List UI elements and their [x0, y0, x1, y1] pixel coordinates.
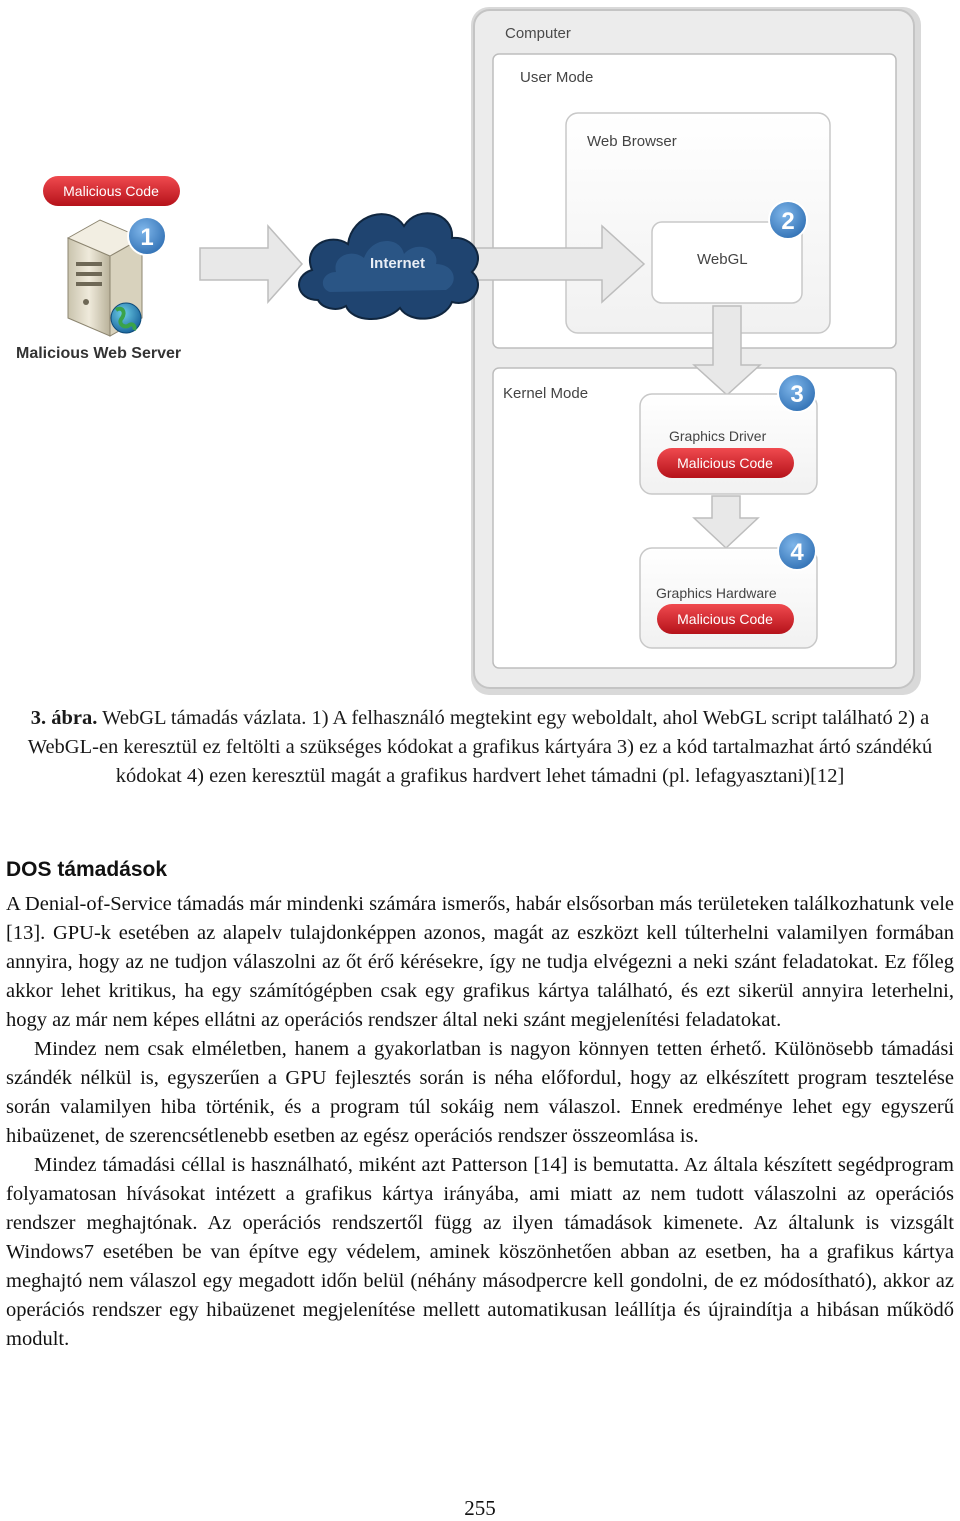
section-body: A Denial-of-Service támadás már mindenki…	[6, 890, 954, 1354]
step-number-2: 2	[781, 208, 794, 235]
internet-cloud: Internet	[298, 212, 479, 321]
step-badge-1: 1	[127, 216, 167, 256]
figure-caption: 3. ábra. WebGL támadás vázlata. 1) A fel…	[6, 704, 954, 791]
driver-malicious-label: Malicious Code	[677, 455, 773, 471]
hardware-malicious-label: Malicious Code	[677, 611, 773, 627]
step-badge-3: 3	[777, 373, 817, 413]
hardware-malicious-badge	[657, 604, 794, 634]
step-badge-2: 2	[768, 200, 808, 240]
graphics-driver-label: Graphics Driver	[669, 428, 767, 444]
webgl-attack-diagram: Computer User Mode Web Browser WebGL Ker…	[16, 7, 921, 695]
arrow-server-to-internet	[199, 224, 304, 304]
step-number-4: 4	[790, 539, 804, 566]
paragraph-1: A Denial-of-Service támadás már mindenki…	[6, 893, 954, 1031]
arrow-webgl-to-driver	[692, 305, 762, 397]
server-malicious-badge	[43, 176, 180, 206]
graphics-driver-box: Graphics Driver Malicious Code	[639, 393, 818, 495]
server-malicious-label: Malicious Code	[63, 183, 159, 199]
malicious-web-server-label: Malicious Web Server	[16, 345, 181, 362]
webgl-label: WebGL	[697, 251, 748, 268]
arrow-driver-to-hardware	[692, 495, 760, 550]
globe-icon	[110, 302, 142, 334]
graphics-hardware-label: Graphics Hardware	[656, 585, 777, 601]
step-badge-4: 4	[777, 531, 817, 571]
user-mode-label: User Mode	[520, 69, 593, 86]
computer-label: Computer	[505, 25, 571, 42]
step-number-1: 1	[140, 224, 153, 251]
section-title: DOS támadások	[6, 858, 168, 881]
paragraph-2: Mindez nem csak elméletben, hanem a gyak…	[6, 1038, 954, 1147]
figure-caption-label: 3. ábra.	[30, 707, 98, 729]
malicious-web-server: Malicious Code Malicious Web Server	[16, 176, 181, 362]
internet-label: Internet	[370, 255, 425, 272]
graphics-hardware-box: Graphics Hardware Malicious Code	[639, 547, 818, 649]
kernel-mode-label: Kernel Mode	[503, 385, 588, 402]
web-browser-label: Web Browser	[587, 133, 677, 150]
step-number-3: 3	[790, 381, 803, 408]
driver-malicious-badge	[657, 448, 794, 478]
server-icon	[66, 219, 144, 337]
figure-caption-text: WebGL támadás vázlata. 1) A felhasználó …	[27, 707, 933, 787]
paragraph-3: Mindez támadási céllal is használható, m…	[6, 1154, 954, 1350]
webgl-box: WebGL	[651, 221, 803, 304]
page-number: 255	[464, 1496, 496, 1520]
